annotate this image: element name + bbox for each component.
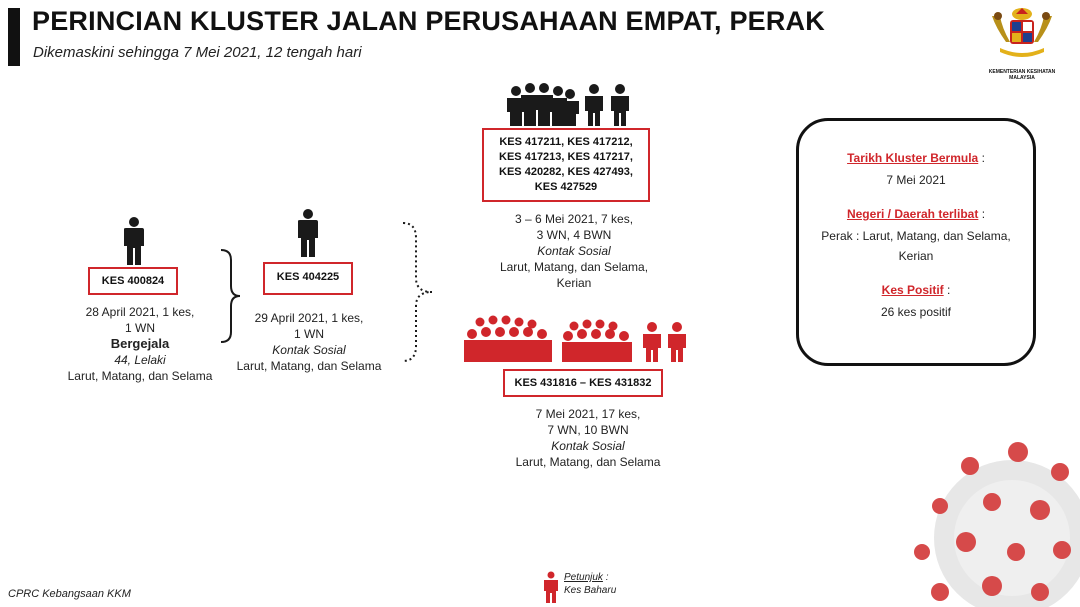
- state-value-2: Kerian: [898, 249, 934, 263]
- group2-count: 7 WN, 10 BWN: [547, 423, 629, 437]
- group1-type: Kontak Sosial: [537, 244, 611, 258]
- new-case-legend-icon: [544, 571, 558, 603]
- group1-case-line-1: KES 417211, KES 417212,: [499, 136, 633, 148]
- positive-value: 26 kes positif: [880, 305, 952, 319]
- state-label: Negeri / Daerah terlibat: [846, 207, 979, 221]
- case-404225-count: 1 WN: [294, 327, 324, 341]
- coat-of-arms-icon: [992, 8, 1052, 57]
- title-accent-bar: [8, 8, 20, 66]
- solid-brace: [220, 249, 241, 343]
- group1-date: 3 – 6 Mei 2021, 7 kes,: [514, 212, 634, 226]
- group1-case-line-2: KES 417213, KES 417217,: [499, 151, 633, 163]
- case-400824-box: KES 400824: [88, 267, 178, 295]
- legend-title: Petunjuk: [564, 572, 603, 583]
- start-date-label: Tarikh Kluster Bermula: [847, 151, 979, 165]
- case-400824-date: 28 April 2021, 1 kes,: [85, 305, 195, 319]
- group1-details: 3 – 6 Mei 2021, 7 kes, 3 WN, 4 BWN Konta…: [486, 211, 662, 291]
- person-icon: [298, 209, 318, 257]
- group1-count: 3 WN, 4 BWN: [536, 228, 612, 242]
- group1-area-1: Larut, Matang, dan Selama,: [499, 260, 649, 274]
- case-400824-count: 1 WN: [125, 321, 155, 335]
- group1-cases-box: KES 417211, KES 417212, KES 417213, KES …: [482, 128, 650, 202]
- new-cases-group-icon: [464, 315, 686, 362]
- case-400824-status: Bergejala: [110, 336, 170, 351]
- source-label: CPRC Kebangsaan KKM: [8, 588, 131, 600]
- state-value-1: Perak : Larut, Matang, dan Selama,: [821, 229, 1011, 243]
- case-404225-date: 29 April 2021, 1 kes,: [254, 311, 364, 325]
- start-date-value: 7 Mei 2021: [886, 173, 946, 187]
- case-404225-type: Kontak Sosial: [272, 343, 346, 357]
- virus-decoration-icon: [914, 442, 1080, 607]
- cluster-info-panel: Tarikh Kluster Bermula : 7 Mei 2021 Nege…: [796, 118, 1036, 366]
- case-400824-area: Larut, Matang, dan Selama: [67, 369, 213, 383]
- case-400824-profile: 44, Lelaki: [114, 353, 166, 367]
- group-people-icon: [507, 83, 629, 126]
- kkm-logo: KEMENTERIAN KESIHATAN MALAYSIA: [982, 6, 1062, 81]
- person-icon: [124, 217, 144, 265]
- group2-details: 7 Mei 2021, 17 kes, 7 WN, 10 BWN Kontak …: [498, 406, 678, 470]
- group1-case-line-4: KES 427529: [534, 181, 598, 193]
- group1-area-2: Kerian: [556, 276, 592, 290]
- legend: Petunjuk : Kes Baharu: [564, 572, 617, 596]
- group2-cases-box: KES 431816 – KES 431832: [503, 369, 663, 397]
- positive-label: Kes Positif: [881, 283, 944, 297]
- case-400824-details: 28 April 2021, 1 kes, 1 WN Bergejala 44,…: [50, 304, 230, 384]
- case-404225-details: 29 April 2021, 1 kes, 1 WN Kontak Sosial…: [226, 310, 392, 374]
- case-404225-box: KES 404225: [263, 262, 353, 295]
- page-subtitle: Dikemaskini sehingga 7 Mei 2021, 12 teng…: [33, 44, 362, 61]
- logo-line-2: MALAYSIA: [1009, 75, 1035, 81]
- case-404225-area: Larut, Matang, dan Selama: [236, 359, 382, 373]
- legend-item: Kes Baharu: [564, 585, 617, 596]
- group1-case-line-3: KES 420282, KES 427493,: [499, 166, 633, 178]
- dotted-brace: [402, 222, 433, 362]
- page-title: PERINCIAN KLUSTER JALAN PERUSAHAAN EMPAT…: [32, 6, 825, 36]
- group2-date: 7 Mei 2021, 17 kes,: [535, 407, 641, 421]
- group2-area: Larut, Matang, dan Selama: [515, 455, 661, 469]
- group2-type: Kontak Sosial: [551, 439, 625, 453]
- logo-line-1: KEMENTERIAN KESIHATAN: [988, 69, 1056, 75]
